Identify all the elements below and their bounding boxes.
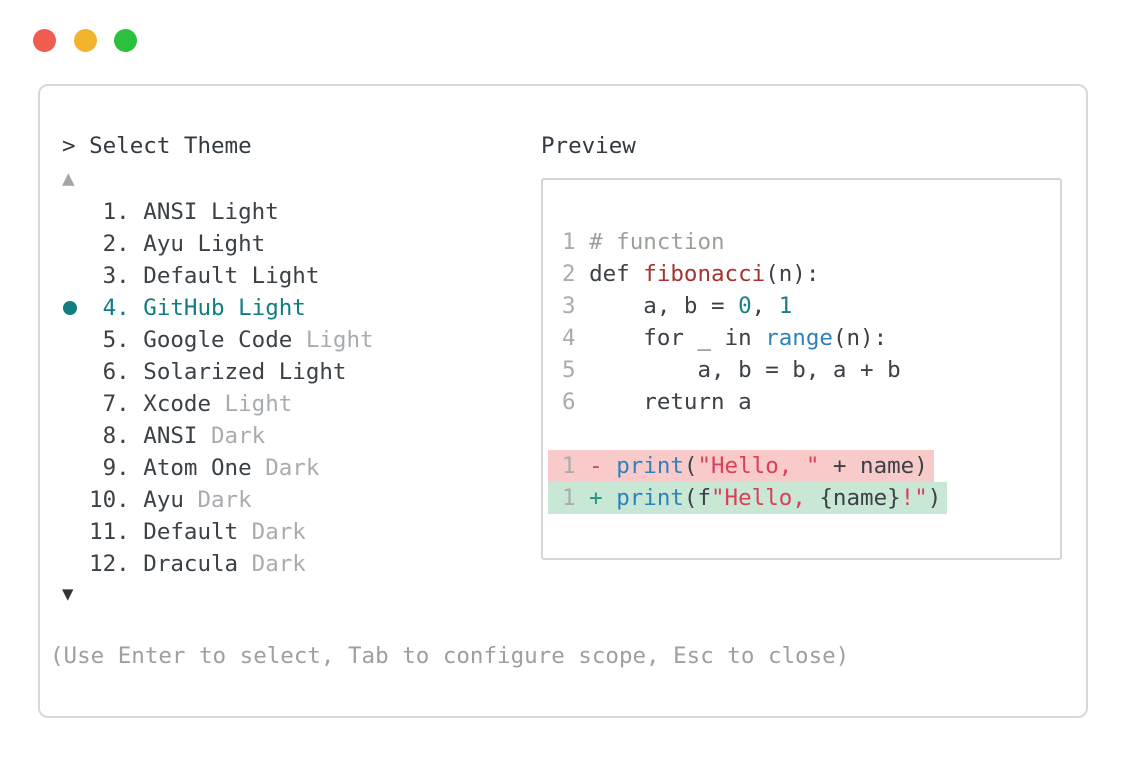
code-line: 6 return a [562, 389, 752, 415]
theme-list-item[interactable]: 3. Default Light [62, 263, 320, 289]
keyboard-hint: (Use Enter to select, Tab to configure s… [50, 643, 850, 669]
code-line: 1 # function [562, 229, 725, 255]
scroll-up-icon[interactable]: ▲ [62, 166, 75, 190]
theme-list-item[interactable]: 8. ANSI Dark [62, 423, 266, 449]
theme-list-item[interactable]: 4. GitHub Light [62, 295, 306, 321]
theme-list-item[interactable]: 1. ANSI Light [62, 199, 279, 225]
code-line [562, 418, 947, 450]
theme-picker-panel: > Select Theme Preview ▲ 1. ANSI Light 2… [38, 84, 1088, 718]
preview-label: Preview [541, 133, 636, 159]
window-minimize-button[interactable] [74, 29, 97, 52]
code-line: 5 a, b = b, a + b [562, 357, 901, 383]
scroll-down-icon[interactable]: ▼ [62, 583, 74, 605]
theme-list-item[interactable]: 11. Default Dark [62, 519, 306, 545]
code-line: 4 for _ in range(n): [562, 325, 888, 351]
code-preview: 1 # function 2 def fibonacci(n): 3 a, b = … [548, 226, 948, 514]
code-line: 2 def fibonacci(n): [562, 261, 820, 287]
selected-indicator-icon [63, 301, 77, 315]
theme-list-item[interactable]: 12. Dracula Dark [62, 551, 306, 577]
code-line: 3 a, b = 0, 1 [562, 293, 793, 319]
code-line: 1 + print(f"Hello, {name}!") [548, 482, 948, 514]
theme-list-item[interactable]: 10. Ayu Dark [62, 487, 252, 513]
window-maximize-button[interactable] [114, 29, 137, 52]
theme-list-item[interactable]: 5. Google Code Light [62, 327, 374, 353]
theme-list-item[interactable]: 7. Xcode Light [62, 391, 293, 417]
theme-list: 1. ANSI Light 2. Ayu Light 3. Default Li… [62, 196, 374, 580]
theme-list-item[interactable]: 6. Solarized Light [62, 359, 347, 385]
page-title: > Select Theme [62, 133, 252, 159]
preview-pane: 1 # function 2 def fibonacci(n): 3 a, b = … [541, 178, 1062, 560]
code-line: 1 - print("Hello, " + name) [548, 450, 947, 482]
theme-list-item[interactable]: 9. Atom One Dark [62, 455, 320, 481]
theme-list-item[interactable]: 2. Ayu Light [62, 231, 266, 257]
window-close-button[interactable] [33, 29, 56, 52]
